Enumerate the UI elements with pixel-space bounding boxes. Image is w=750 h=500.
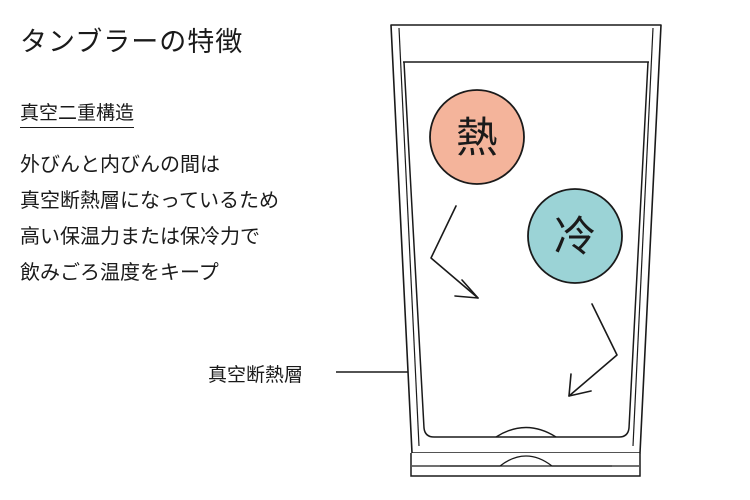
hot-badge: 熱 xyxy=(429,89,525,185)
section-heading: 真空二重構造 xyxy=(20,98,135,128)
description-line: 飲みごろ温度をキープ xyxy=(20,260,219,284)
cold-badge: 冷 xyxy=(527,188,623,284)
description-line: 真空断熱層になっているため xyxy=(20,188,279,212)
cold-flow-arrow xyxy=(568,303,618,397)
cold-badge-circle xyxy=(527,188,623,284)
outer-wall-inner-edge xyxy=(398,27,420,447)
description-text: 外びんと内びんの間は 真空断熱層になっているため 高い保温力または保冷力で 飲み… xyxy=(20,146,279,290)
hot-badge-circle xyxy=(429,89,525,185)
inner-bottom-dome xyxy=(495,426,557,438)
heat-flow-arrow xyxy=(430,205,479,299)
description-line: 外びんと内びんの間は xyxy=(20,152,220,176)
inner-wall xyxy=(403,61,649,438)
tumbler-base xyxy=(410,453,641,477)
cold-badge-label: 冷 xyxy=(554,212,596,261)
base-foot-dome xyxy=(440,455,612,467)
vacuum-layer-label: 真空断熱層 xyxy=(208,364,304,386)
description-line: 高い保温力または保冷力で xyxy=(20,224,260,248)
hot-badge-label: 熱 xyxy=(456,113,498,162)
page-title: タンブラーの特徴 xyxy=(20,27,244,58)
outer-wall-inner-edge xyxy=(632,27,654,447)
